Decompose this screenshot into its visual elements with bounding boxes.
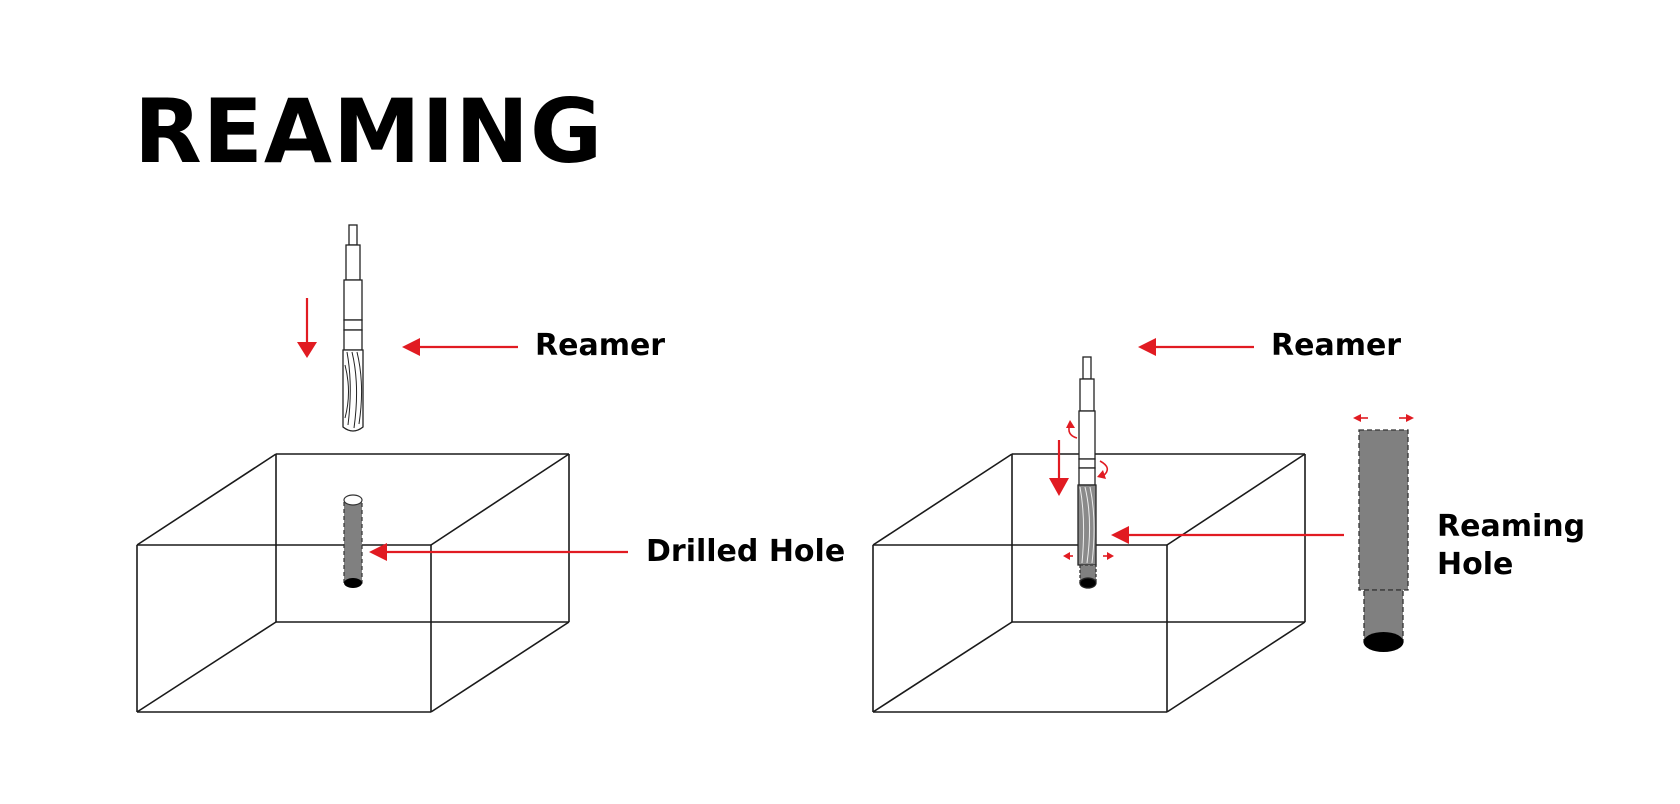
pointer-arrows — [297, 298, 1344, 561]
reamer-label-left: Reamer — [535, 328, 666, 363]
page-title: REAMING — [134, 80, 604, 183]
rotation-arrows — [1066, 420, 1109, 479]
expansion-arrows-small — [1063, 552, 1114, 560]
drilled-hole-label: Drilled Hole — [646, 534, 846, 569]
left-workpiece-box — [136, 453, 570, 713]
reaming-hole-label-line1: Reaming — [1437, 509, 1586, 544]
right-reamer-tool — [1077, 356, 1097, 589]
reamer-label-right: Reamer — [1271, 328, 1402, 363]
right-workpiece-box — [872, 453, 1306, 713]
expansion-arrows-large — [1353, 414, 1414, 422]
left-reamer-tool — [342, 224, 364, 432]
drilled-hole — [343, 494, 363, 588]
reaming-hole-cylinder — [1358, 429, 1409, 652]
reaming-hole-label-line2: Hole — [1437, 546, 1514, 582]
reaming-hole-label: Reaming Hole — [1437, 508, 1637, 583]
